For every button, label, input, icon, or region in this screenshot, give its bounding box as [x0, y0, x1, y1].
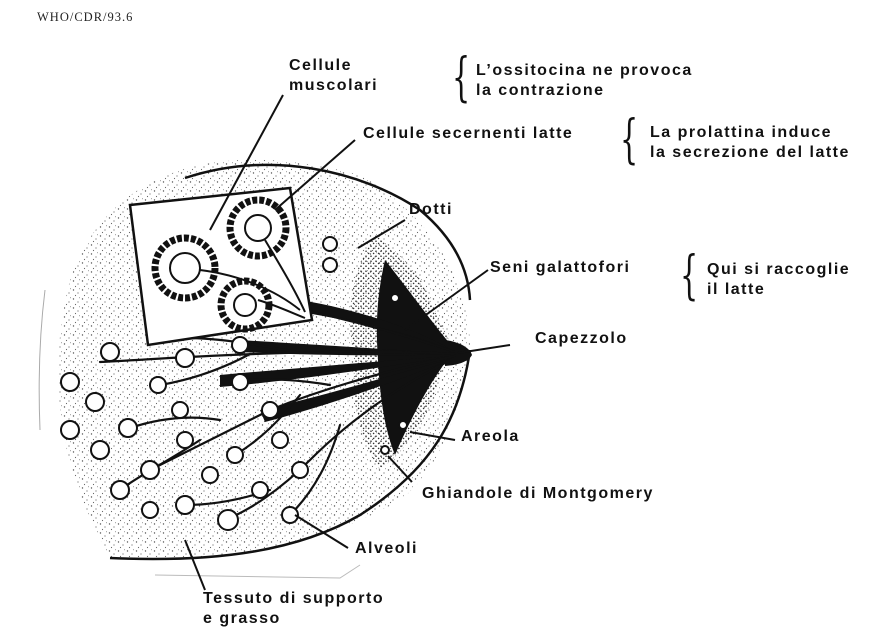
- label-areola: Areola: [461, 427, 520, 447]
- label-muscle-cells: Cellule muscolari: [289, 56, 378, 96]
- label-support-tissue: Tessuto di supporto e grasso: [203, 589, 384, 629]
- brace-collect: {: [680, 250, 698, 302]
- label-prolactin-note: La prolattina induce la secrezione del l…: [650, 123, 850, 163]
- label-lactiferous-sinuses: Seni galattofori: [490, 258, 630, 278]
- label-oxytocin-note: L’ossitocina ne provoca la contrazione: [476, 61, 693, 101]
- brace-oxytocin: {: [452, 52, 470, 104]
- label-collect-note: Qui si raccoglie il latte: [707, 260, 850, 300]
- label-ducts: Dotti: [409, 200, 453, 220]
- label-alveoli: Alveoli: [355, 539, 418, 559]
- label-nipple: Capezzolo: [535, 329, 628, 349]
- label-montgomery-glands: Ghiandole di Montgomery: [422, 484, 654, 504]
- brace-prolactin: {: [620, 114, 638, 166]
- label-secreting-cells: Cellule secernenti latte: [363, 124, 573, 144]
